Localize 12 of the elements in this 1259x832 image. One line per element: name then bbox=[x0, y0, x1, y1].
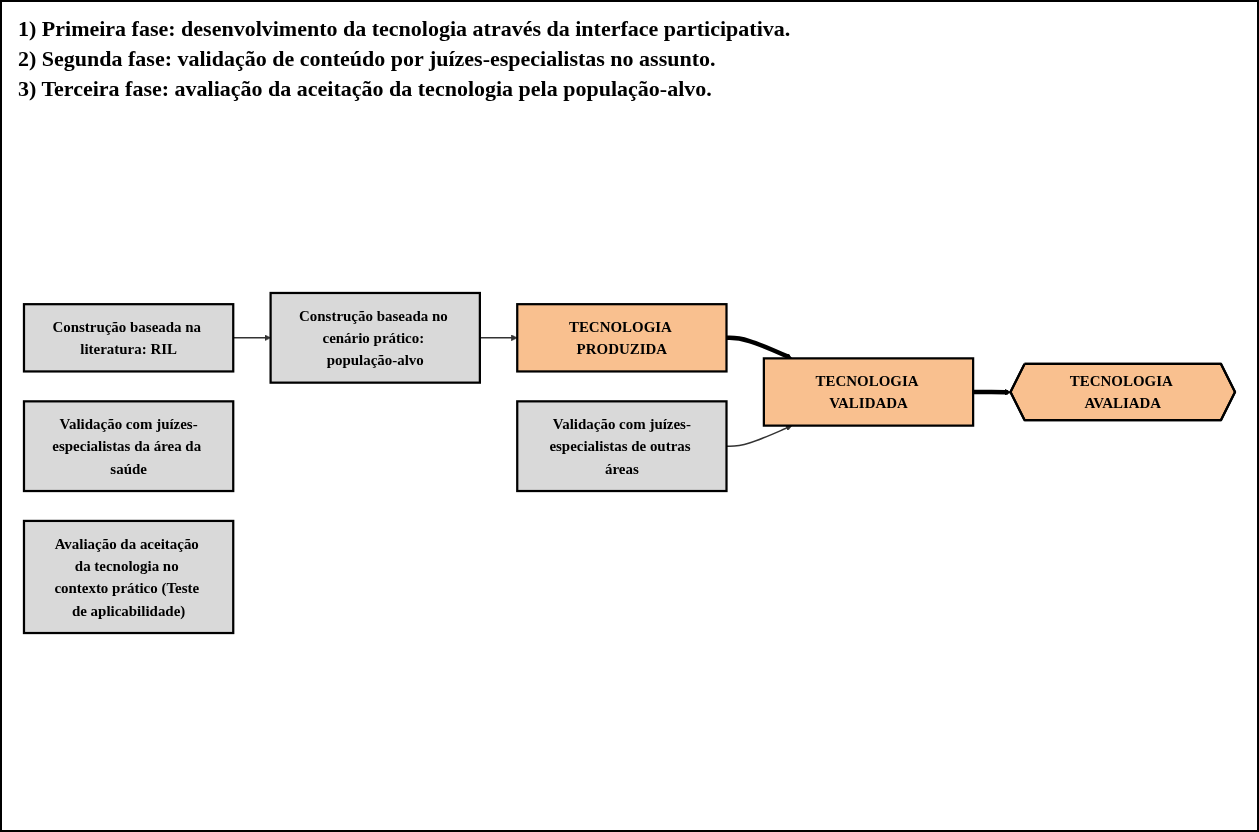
phase-heading: 2) Segunda fase: validação de conteúdo por juízes-especialistas no assunto. bbox=[18, 46, 717, 72]
node-box: Construção baseada na literatura: RIL bbox=[22, 303, 235, 373]
node-box: TECNOLOGIA VALIDADA bbox=[762, 357, 975, 427]
arrow bbox=[479, 334, 518, 342]
node-box: Validação com juízes-especialistas de outras áreas bbox=[516, 400, 728, 493]
node-box: Validação com juízes-especialistas da área da saúde bbox=[22, 400, 235, 493]
node-box: Construção baseada no cenário prático: população-alvo bbox=[269, 291, 481, 384]
phase-heading: 1) Primeira fase: desenvolvimento da tecnologia através da interface participativa. bbox=[18, 16, 792, 42]
node-box: TECNOLOGIA PRODUZIDA bbox=[516, 303, 728, 373]
node-box: Avaliação da aceitação da tecnologia no contexto prático (Teste de aplicabilidade) bbox=[22, 519, 235, 635]
arrow bbox=[973, 388, 1012, 396]
phase-heading: 3) Terceira fase: avaliação da aceitação da tecnologia pela população-alvo. bbox=[18, 76, 713, 102]
